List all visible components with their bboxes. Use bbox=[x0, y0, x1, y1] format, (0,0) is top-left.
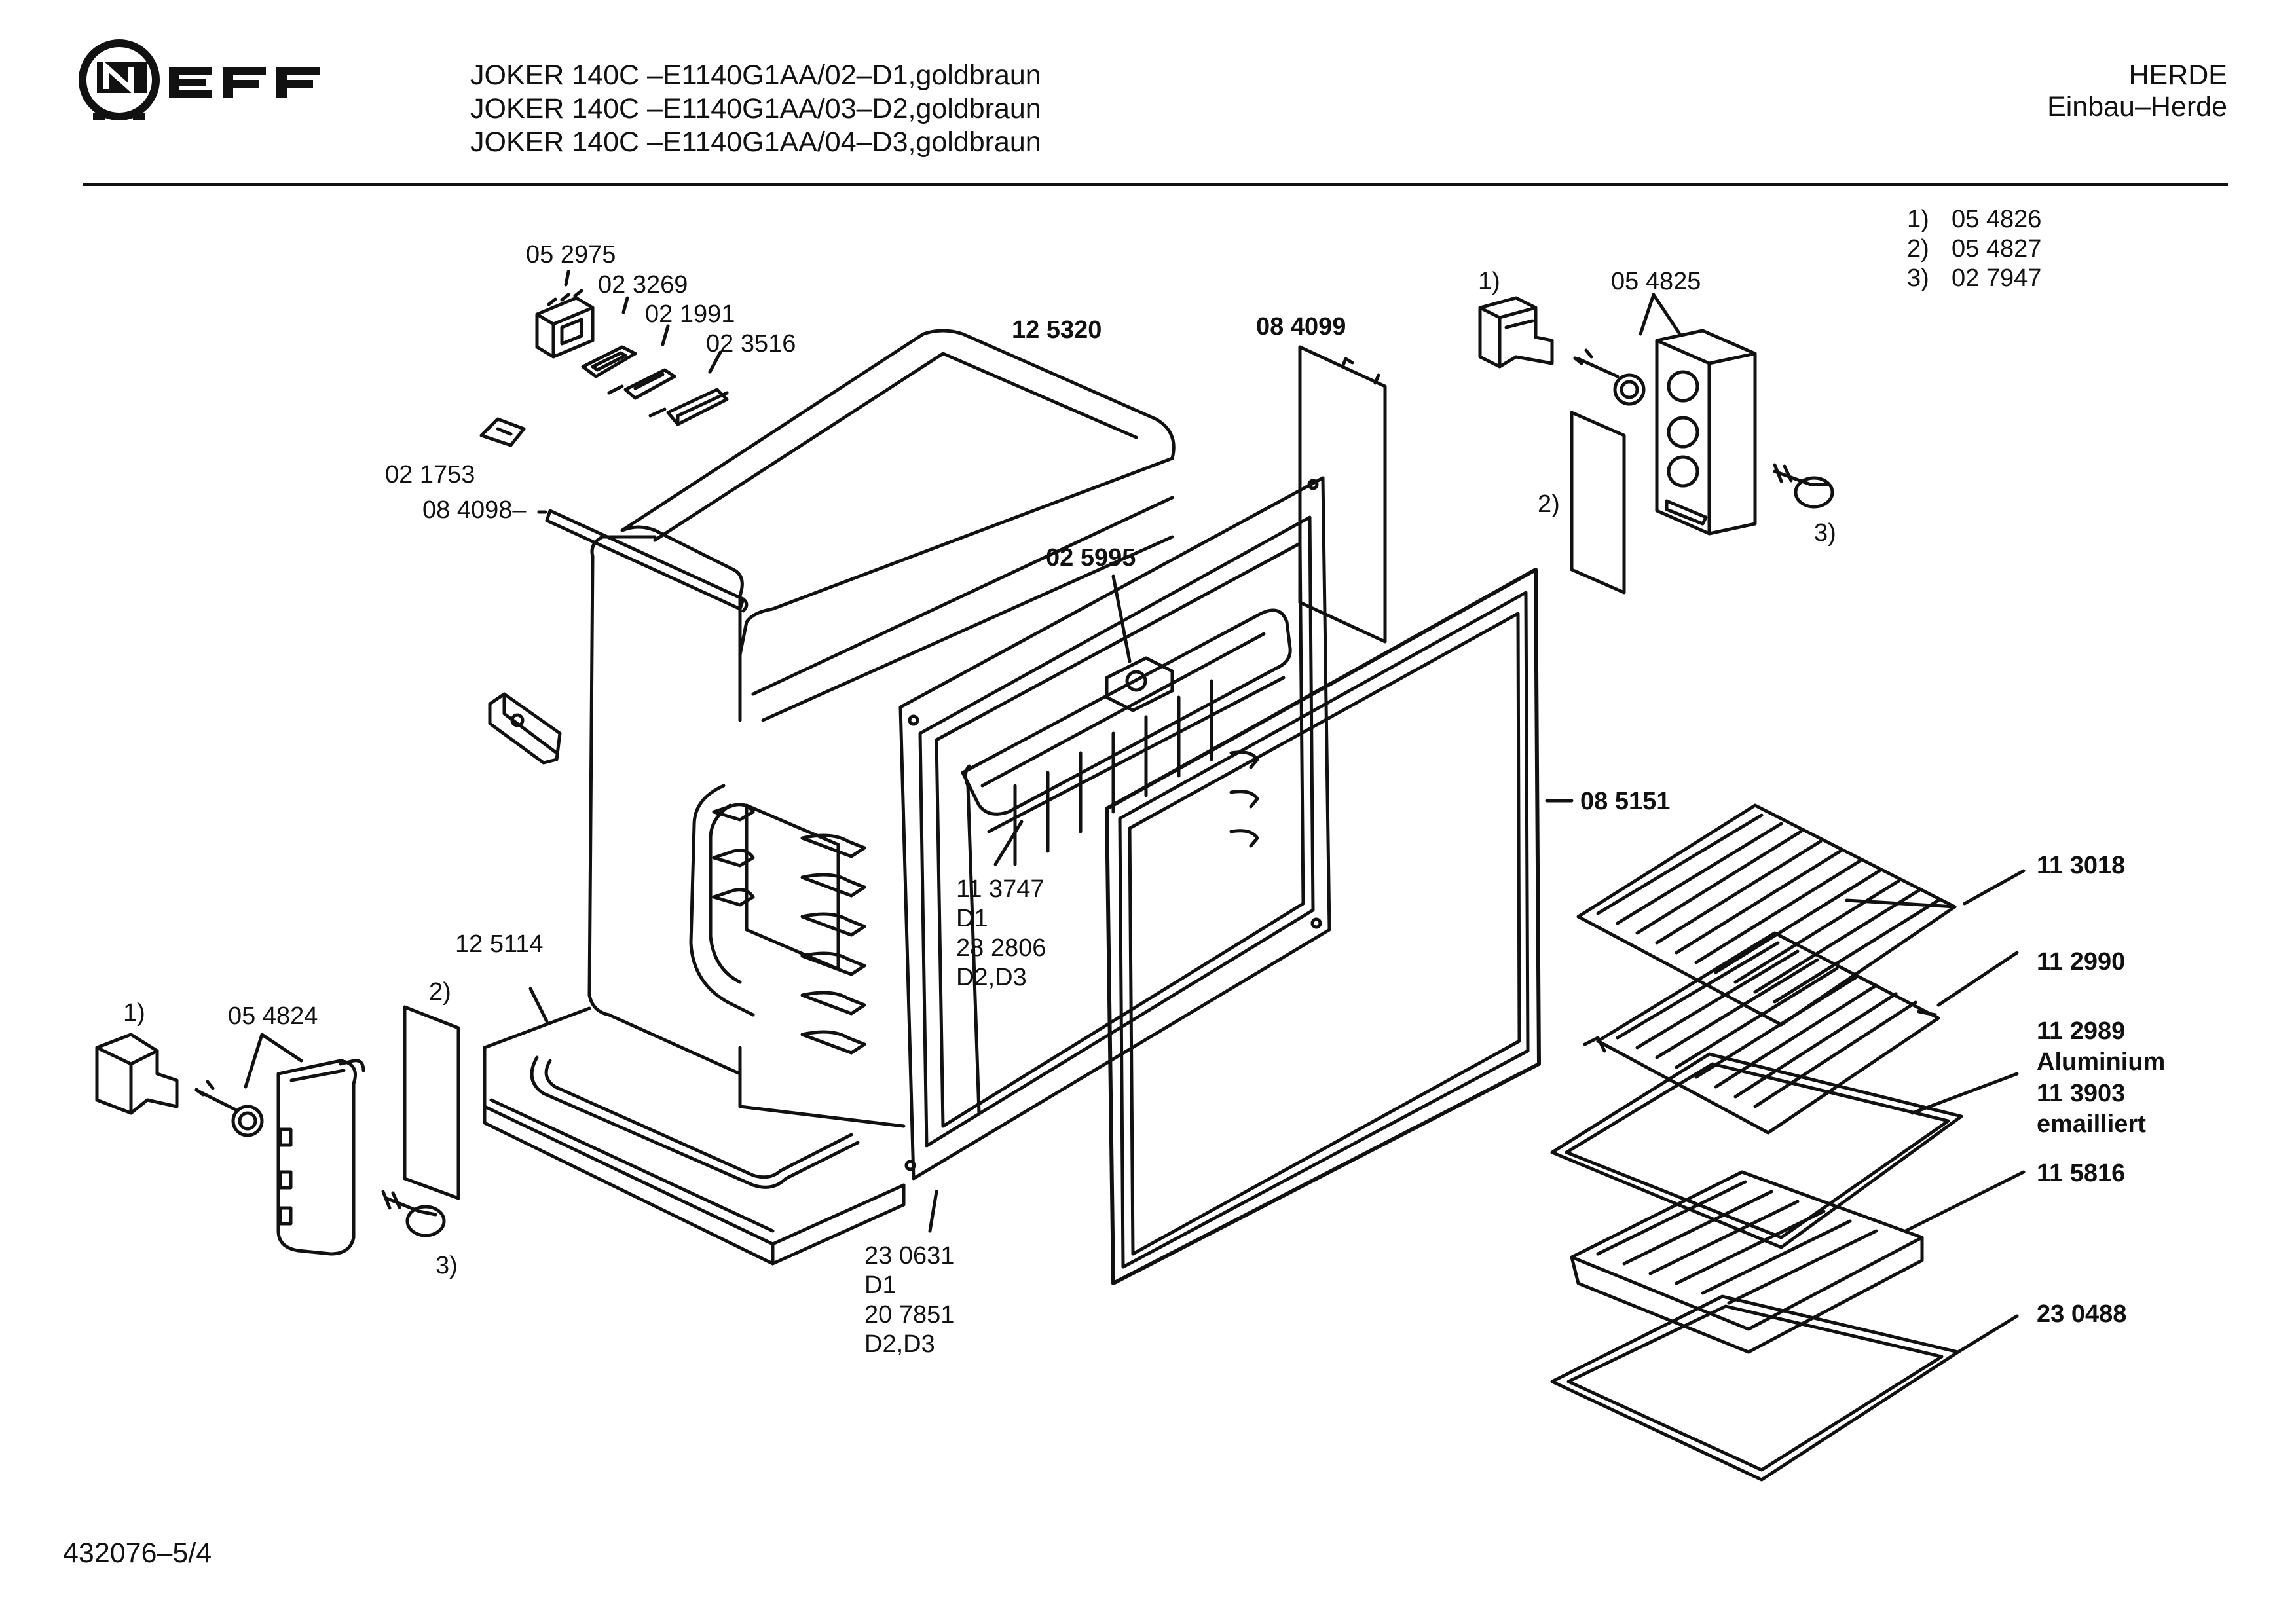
right-cover-clip bbox=[1478, 296, 1554, 369]
right-lamp-leader bbox=[1639, 293, 1682, 336]
part-085151-label: 08 5151 bbox=[1580, 788, 1671, 815]
terminal-block bbox=[535, 289, 595, 359]
part-023516-label: 02 3516 bbox=[706, 330, 796, 357]
part-112990-label: 11 2990 bbox=[2037, 948, 2126, 976]
model-line-3: JOKER 140C –E1140G1AA/04–D3,goldbraun bbox=[470, 126, 1041, 158]
part-084098-label: 08 4098– bbox=[422, 496, 527, 524]
part-021753-label: 02 1753 bbox=[385, 461, 475, 488]
part-054825-label: 05 4825 bbox=[1611, 268, 1701, 295]
right-callout-3: 3) bbox=[1814, 519, 1836, 547]
oven-lamp-holder bbox=[1105, 656, 1174, 712]
legend-part-3: 02 7947 bbox=[1952, 265, 2042, 292]
door-seal bbox=[1105, 568, 1541, 1285]
part-207851-label: 20 7851 bbox=[864, 1301, 955, 1328]
legend-key-3: 3) bbox=[1907, 265, 1929, 292]
part-282806-label: 28 2806 bbox=[956, 934, 1046, 962]
legend-key-1: 1) bbox=[1907, 206, 1929, 233]
left-indicator-lamp bbox=[194, 1080, 264, 1137]
part-023269-label: 02 3269 bbox=[598, 271, 688, 299]
mounting-bracket bbox=[488, 692, 562, 765]
part-113018-label: 11 3018 bbox=[2037, 852, 2126, 879]
part-025995-label: 02 5995 bbox=[1046, 544, 1136, 572]
small-part-leaders bbox=[564, 270, 722, 374]
grill-element bbox=[961, 608, 1292, 866]
part-207851-variant: D2,D3 bbox=[864, 1330, 935, 1358]
grid-leader bbox=[1904, 1170, 2026, 1233]
part-125114-label: 12 5114 bbox=[455, 930, 544, 958]
part-113747-label: 11 3747 bbox=[956, 875, 1045, 903]
lamp-cover bbox=[648, 388, 729, 426]
lamp-glass bbox=[607, 368, 676, 400]
left-thermostat-knob bbox=[381, 1190, 446, 1237]
part-112989-material: Aluminium bbox=[2037, 1048, 2166, 1076]
tray-leader bbox=[1910, 1072, 2019, 1115]
rack-leader bbox=[1963, 869, 2026, 906]
document-number: 432076–5/4 bbox=[63, 1537, 212, 1569]
wire-rack-second bbox=[1583, 931, 1940, 1135]
oven-muffle bbox=[587, 329, 1176, 1128]
model-line-1: JOKER 140C –E1140G1AA/02–D1,goldbraun bbox=[470, 60, 1041, 91]
part-084099-label: 08 4099 bbox=[1256, 313, 1346, 340]
legend-part-1: 05 4826 bbox=[1952, 206, 2042, 233]
right-indicator-lamp bbox=[1573, 348, 1646, 406]
grill-pan-grid bbox=[1570, 1170, 1924, 1354]
left-callout-1: 1) bbox=[123, 999, 145, 1027]
part-125320-label: 12 5320 bbox=[1012, 316, 1102, 344]
part-021991-label: 02 1991 bbox=[645, 301, 735, 328]
bottom-heating-element bbox=[483, 1006, 906, 1266]
part-282806-variant: D2,D3 bbox=[956, 964, 1027, 991]
left-lamp-leader bbox=[244, 1033, 303, 1089]
frame-leader bbox=[928, 1190, 938, 1233]
right-switch-housing bbox=[1655, 329, 1757, 536]
rear-panel bbox=[1298, 345, 1387, 644]
part-230488-label: 23 0488 bbox=[2037, 1300, 2127, 1328]
clip-part bbox=[479, 417, 526, 447]
part-113903-material: emailliert bbox=[2037, 1110, 2146, 1138]
left-callout-3: 3) bbox=[435, 1252, 458, 1279]
category-subtitle: Einbau–Herde bbox=[2047, 91, 2227, 122]
legend-key-2: 2) bbox=[1907, 235, 1929, 263]
part-113903-label: 11 3903 bbox=[2037, 1080, 2126, 1107]
left-switch-housing bbox=[276, 1059, 365, 1256]
rack2-leader bbox=[1936, 951, 2019, 1007]
header-divider bbox=[83, 183, 2228, 186]
right-callout-1: 1) bbox=[1478, 268, 1500, 295]
part-230631-variant: D1 bbox=[864, 1272, 897, 1299]
element-leader bbox=[528, 987, 549, 1023]
baking-tray bbox=[1550, 1052, 1963, 1249]
grill-leader bbox=[993, 820, 1024, 866]
category-title: HERDE bbox=[2128, 60, 2227, 91]
right-callout-2: 2) bbox=[1538, 490, 1560, 518]
part-230631-label: 23 0631 bbox=[864, 1242, 955, 1270]
left-callout-2: 2) bbox=[429, 978, 451, 1006]
seal-ring bbox=[581, 345, 637, 378]
right-thermostat-knob bbox=[1773, 463, 1834, 509]
neff-logo bbox=[79, 39, 320, 120]
part-052975-label: 05 2975 bbox=[526, 241, 616, 268]
part-112989-label: 11 2989 bbox=[2037, 1017, 2126, 1045]
left-cover-clip bbox=[95, 1033, 179, 1115]
wire-rack-top bbox=[1576, 803, 1957, 1027]
model-line-2: JOKER 140C –E1140G1AA/03–D2,goldbraun bbox=[470, 93, 1041, 124]
part-115816-label: 11 5816 bbox=[2037, 1160, 2126, 1187]
part-054824-label: 05 4824 bbox=[228, 1002, 318, 1030]
pan-leader bbox=[1956, 1314, 2019, 1354]
left-insulation-pad bbox=[403, 1005, 460, 1200]
legend-part-2: 05 4827 bbox=[1952, 235, 2042, 263]
part-113747-variant: D1 bbox=[956, 905, 988, 932]
right-insulation-pad bbox=[1570, 411, 1626, 595]
lamp-leader bbox=[1111, 574, 1132, 663]
